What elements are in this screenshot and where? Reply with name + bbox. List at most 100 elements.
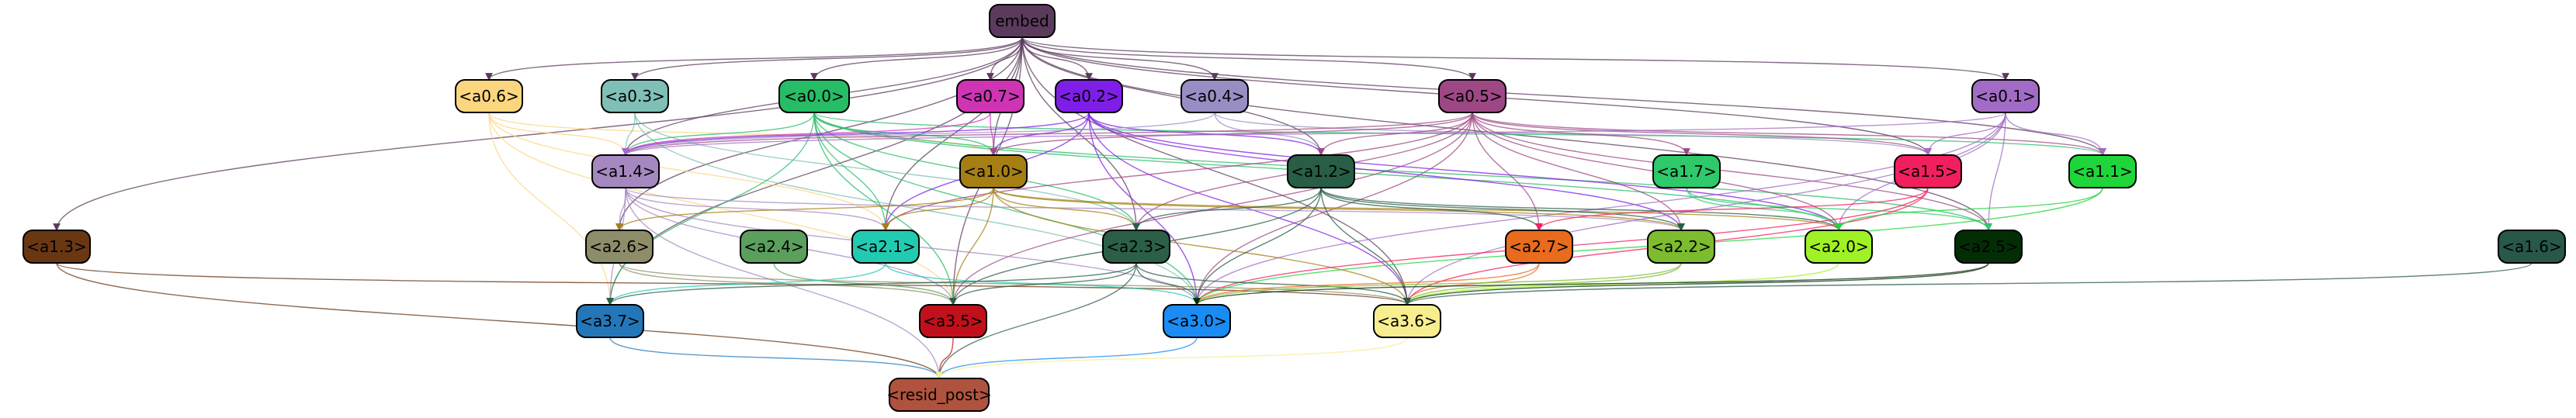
node-label: <a1.3>	[26, 237, 87, 256]
edge-a1-4-to-resid_post	[625, 187, 943, 379]
edge-a1-2-to-a2-2	[1320, 187, 1685, 231]
edge-a1-0-to-a2-2	[993, 187, 1685, 231]
node-label: <a1.2>	[1291, 162, 1351, 181]
edge-a2-5-to-a3-0	[1193, 262, 1989, 306]
node-label: <a3.6>	[1377, 312, 1437, 330]
node-resid_post[interactable]: <resid_post>	[886, 378, 992, 412]
node-box	[1373, 304, 1441, 338]
edge-a1-2-to-a2-7	[1320, 187, 1543, 231]
node-a0-5[interactable]: <a0.5>	[1438, 79, 1506, 113]
edge-a0-5-to-a1-5	[1472, 112, 1932, 156]
node-a1-4[interactable]: <a1.4>	[591, 154, 660, 188]
edge-a1-1-to-a2-0	[1835, 187, 2103, 231]
edge-a0-0-to-a3-5	[813, 112, 957, 306]
node-a1-2[interactable]: <a1.2>	[1287, 154, 1355, 188]
edge-embed-to-a0-6	[485, 36, 1023, 81]
node-label: <a3.5>	[923, 312, 983, 330]
edge-a2-7-to-a3-0	[1193, 262, 1540, 306]
node-box	[1055, 79, 1123, 113]
edge-a3-0-to-resid_post	[935, 337, 1198, 379]
node-label: <resid_post>	[886, 385, 991, 404]
node-box	[1287, 154, 1355, 188]
node-a0-3[interactable]: <a0.3>	[601, 79, 669, 113]
edge-a0-5-to-a1-4	[622, 112, 1473, 156]
node-a1-6[interactable]: <a1.6>	[2498, 230, 2566, 264]
node-box	[740, 230, 808, 264]
node-a3-6[interactable]: <a3.6>	[1373, 304, 1441, 338]
node-a0-2[interactable]: <a0.2>	[1055, 79, 1123, 113]
node-label: <a1.5>	[1898, 162, 1958, 181]
node-box	[889, 378, 990, 412]
node-box	[455, 79, 523, 113]
node-a2-4[interactable]: <a2.4>	[740, 230, 808, 264]
node-a2-1[interactable]: <a2.1>	[851, 230, 920, 264]
node-a2-7[interactable]: <a2.7>	[1505, 230, 1573, 264]
edge-a2-2-to-a3-6	[1403, 262, 1682, 306]
node-a1-3[interactable]: <a1.3>	[23, 230, 91, 264]
node-embed[interactable]: embed	[989, 4, 1056, 38]
node-a1-0[interactable]: <a1.0>	[959, 154, 1028, 188]
node-box	[576, 304, 644, 338]
edge-embed-to-a0-0	[810, 36, 1023, 81]
node-a3-5[interactable]: <a3.5>	[919, 304, 987, 338]
node-label: <a0.0>	[784, 87, 844, 105]
edge-a0-0-to-a3-0	[813, 112, 1201, 306]
node-box	[1102, 230, 1170, 264]
edge-embed-to-a1-3	[53, 36, 1023, 231]
edge-a1-2-to-a3-0	[1193, 187, 1322, 306]
edge-a3-5-to-resid_post	[935, 337, 954, 379]
node-a1-1[interactable]: <a1.1>	[2068, 154, 2137, 188]
nodes-layer: embed <a0.6> <a0.3> <a0.0> <a0.7> <a0.2> <a0.4…	[23, 4, 2566, 412]
node-label: <a2.6>	[589, 237, 650, 256]
edge-a0-5-to-a2-1	[882, 112, 1473, 231]
edge-embed-to-a0-4	[1021, 36, 1219, 81]
edge-a0-0-to-a2-1	[813, 112, 889, 231]
node-box	[989, 4, 1056, 38]
node-label: <a1.6>	[2501, 237, 2562, 256]
node-label: <a0.5>	[1442, 87, 1503, 105]
node-box	[956, 79, 1025, 113]
node-box	[2498, 230, 2566, 264]
edge-a1-5-to-a2-7	[1535, 187, 1929, 231]
edge-a2-3-to-a3-7	[606, 262, 1137, 306]
node-box	[1505, 230, 1573, 264]
node-box	[1894, 154, 1962, 188]
node-box	[2068, 154, 2137, 188]
edge-a1-7-to-a2-0	[1686, 187, 1843, 231]
edge-embed-to-a3-6	[1021, 36, 1411, 306]
edge-a0-2-to-a1-4	[622, 112, 1090, 156]
node-label: <a2.2>	[1651, 237, 1711, 256]
node-a0-0[interactable]: <a0.0>	[778, 79, 850, 113]
node-a3-7[interactable]: <a3.7>	[576, 304, 644, 338]
edge-a0-6-to-a2-1	[488, 112, 889, 231]
node-a1-7[interactable]: <a1.7>	[1652, 154, 1721, 188]
edge-a3-6-to-resid_post	[935, 337, 1408, 379]
node-a3-0[interactable]: <a3.0>	[1163, 304, 1231, 338]
node-label: <a2.5>	[1958, 237, 2019, 256]
edge-a1-0-to-a2-0	[993, 187, 1843, 231]
edge-a0-5-to-a2-5	[1472, 112, 1992, 231]
node-a0-7[interactable]: <a0.7>	[956, 79, 1025, 113]
node-box	[1647, 230, 1715, 264]
node-a2-5[interactable]: <a2.5>	[1954, 230, 2023, 264]
edge-a0-6-to-a3-7	[488, 112, 614, 306]
edge-a0-1-to-a2-5	[1985, 112, 2006, 231]
edge-a0-5-to-a2-2	[1472, 112, 1685, 231]
edge-a0-1-to-a1-4	[622, 112, 2006, 156]
edge-a0-5-to-a3-5	[949, 112, 1473, 306]
edge-a1-2-to-a2-3	[1132, 187, 1322, 231]
node-a1-5[interactable]: <a1.5>	[1894, 154, 1962, 188]
node-a2-2[interactable]: <a2.2>	[1647, 230, 1715, 264]
node-a0-1[interactable]: <a0.1>	[1971, 79, 2040, 113]
node-a2-6[interactable]: <a2.6>	[585, 230, 654, 264]
edge-a0-0-to-a2-5	[813, 112, 1992, 231]
node-a2-3[interactable]: <a2.3>	[1102, 230, 1170, 264]
node-a2-0[interactable]: <a2.0>	[1805, 230, 1873, 264]
edge-a0-1-to-a3-0	[1193, 112, 2006, 306]
edge-a1-7-to-a2-5	[1686, 187, 1992, 231]
edge-a2-2-to-a3-0	[1193, 262, 1682, 306]
node-a0-6[interactable]: <a0.6>	[455, 79, 523, 113]
node-a0-4[interactable]: <a0.4>	[1181, 79, 1249, 113]
edge-a0-2-to-a1-2	[1088, 112, 1325, 156]
edge-a1-0-to-a2-6	[615, 187, 994, 231]
